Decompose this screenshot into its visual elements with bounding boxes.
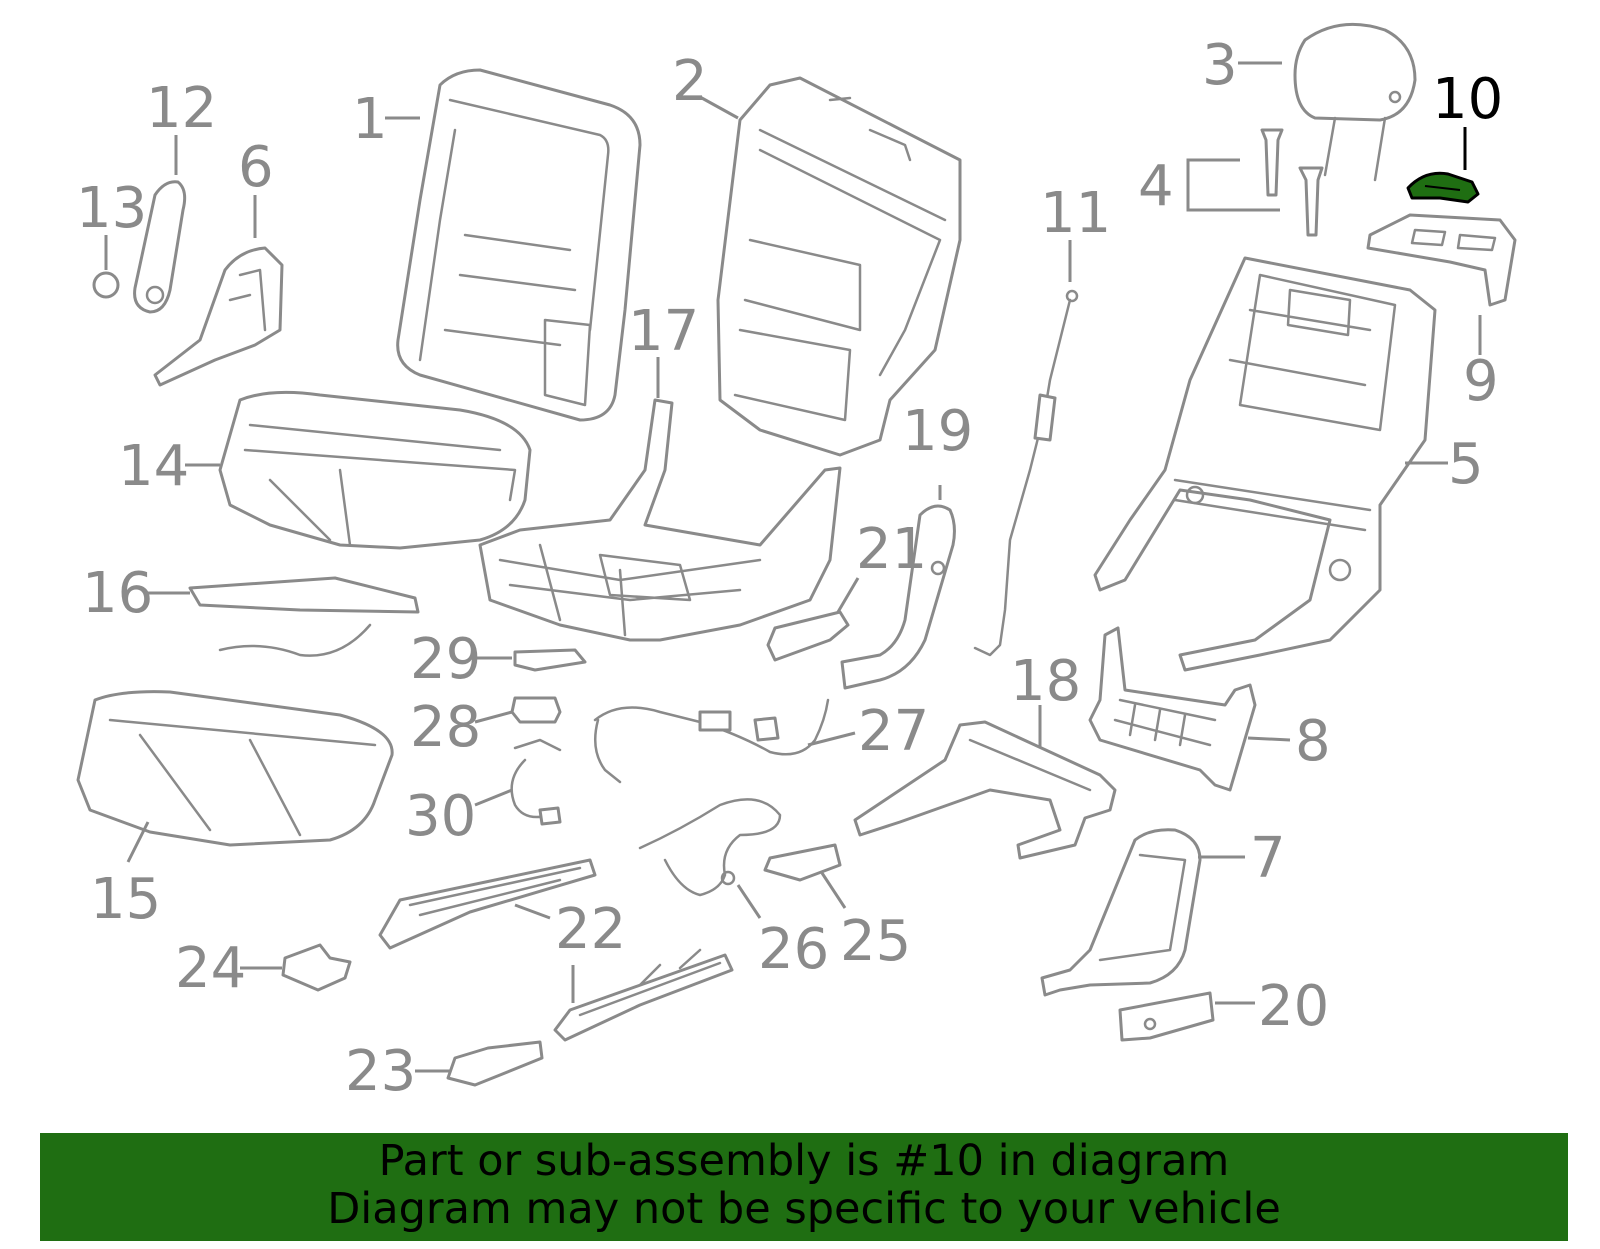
part-30-wire-connector (510, 738, 562, 826)
callout-8: 8 (1295, 709, 1331, 774)
callout-9: 9 (1463, 349, 1499, 414)
callout-23: 23 (345, 1039, 416, 1104)
part-2-seat-back-panel (716, 76, 962, 457)
callout-4: 4 (1138, 154, 1174, 219)
callout-29: 29 (410, 627, 481, 692)
callout-30: 30 (405, 784, 476, 849)
part-28-connector (510, 696, 562, 724)
callout-6: 6 (238, 135, 274, 200)
callout-25: 25 (840, 909, 911, 974)
callout-11: 11 (1040, 181, 1111, 246)
part-18-pivot-bar (853, 720, 1117, 860)
callout-20: 20 (1258, 974, 1329, 1039)
callout-12: 12 (146, 76, 217, 141)
callout-5: 5 (1448, 432, 1484, 497)
callout-19: 19 (902, 399, 973, 464)
callout-24: 24 (175, 936, 246, 1001)
part-12-handle-cover (133, 180, 187, 314)
part-25-clip (763, 843, 842, 882)
part-22-seat-rails (378, 858, 734, 1042)
callout-16: 16 (82, 561, 153, 626)
callout-7: 7 (1250, 826, 1286, 891)
part-17-cushion-frame (478, 398, 842, 642)
callouts: 1 2 3 4 5 6 7 8 9 10 11 12 13 14 15 16 1… (76, 33, 1503, 1104)
part-27-harness (593, 698, 830, 784)
part-16-tray (188, 576, 420, 657)
part-7-side-shield (1040, 828, 1202, 997)
callout-1: 1 (352, 87, 388, 152)
part-13-cap (92, 271, 120, 299)
callout-21: 21 (856, 517, 927, 582)
banner-line-part-reference: Part or sub-assembly is #10 in diagram (378, 1136, 1230, 1186)
part-20-small-cover (1118, 991, 1215, 1042)
callout-15: 15 (90, 867, 161, 932)
info-banner: Part or sub-assembly is #10 in diagram D… (40, 1133, 1568, 1241)
part-14-cushion-pad (218, 390, 532, 550)
part-3-headrest (1293, 22, 1417, 182)
callout-26: 26 (758, 917, 829, 982)
part-10-highlighted-cover (1406, 171, 1480, 204)
part-21-handle (766, 610, 850, 662)
part-23-rail-cover (446, 1040, 544, 1087)
callout-28: 28 (410, 695, 481, 760)
callout-18: 18 (1010, 649, 1081, 714)
part-5-seat-frame (1093, 256, 1437, 672)
part-15-cushion-cover (76, 690, 394, 847)
leader-lines (104, 61, 1482, 1073)
part-1-seat-back-cover (396, 68, 642, 422)
seat-parts-diagram: 1 2 3 4 5 6 7 8 9 10 11 12 13 14 15 16 1… (76, 22, 1517, 1104)
callout-2: 2 (672, 49, 708, 114)
part-4-headrest-guides (1260, 128, 1324, 237)
part-6-recliner-cover (153, 246, 284, 387)
banner-line-disclaimer: Diagram may not be specific to your vehi… (327, 1184, 1281, 1234)
callout-10: 10 (1432, 67, 1503, 132)
part-9-cover-bracket (1366, 213, 1517, 307)
part-19-trim-panel (840, 504, 956, 690)
callout-13: 13 (76, 176, 147, 241)
part-26-wire (638, 798, 782, 897)
callout-14: 14 (118, 434, 189, 499)
part-11-cable (973, 289, 1079, 657)
callout-27: 27 (858, 699, 929, 764)
callout-22a: 22 (555, 897, 626, 962)
part-29-plate (513, 648, 587, 672)
callout-17: 17 (628, 299, 699, 364)
part-8-recliner (1088, 626, 1257, 792)
part-24-end-cap (281, 943, 352, 992)
callout-3: 3 (1202, 33, 1238, 98)
